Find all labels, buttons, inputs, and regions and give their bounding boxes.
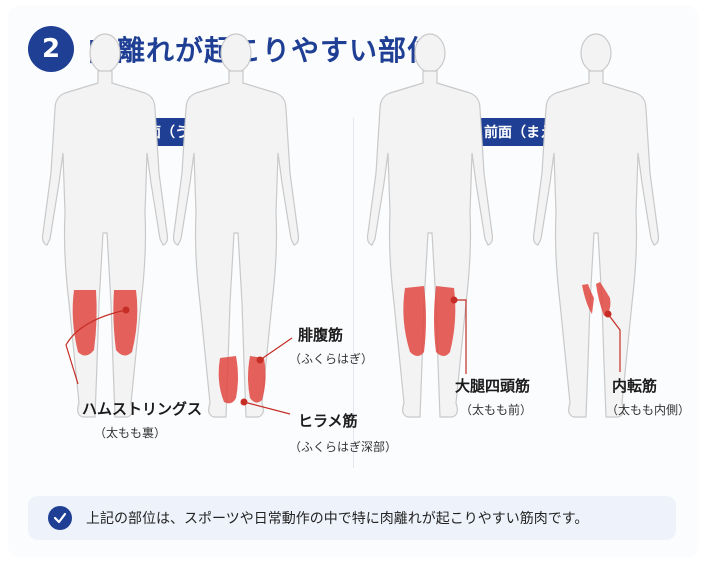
label-quadriceps-sub: （太もも前） [460, 403, 533, 417]
label-soleus-sub: （ふくらはぎ深部） [289, 440, 398, 454]
section-header: 2 肉離れが起こりやすい部位 [28, 26, 436, 72]
page-title: 肉離れが起こりやすい部位 [88, 34, 437, 67]
adductor-right [596, 282, 611, 316]
quadriceps-right [434, 286, 456, 356]
check-icon [48, 506, 72, 530]
figure-front-quadriceps [366, 33, 494, 418]
label-gastrocnemius-sub: （ふくらはぎ） [289, 352, 374, 366]
gastrocnemius-right [248, 356, 266, 403]
label-soleus: ヒラメ筋 [298, 412, 358, 430]
figure-back-hamstrings [41, 33, 169, 418]
info-note: 上記の部位は、スポーツや日常動作の中で特に肉離れが起こりやすい筋肉です。 [28, 496, 676, 540]
quadriceps-leader-line [454, 299, 467, 374]
label-adductor: 内転筋 [612, 377, 658, 395]
gastrocnemius-leader-line [259, 337, 293, 361]
hamstring-right [113, 290, 138, 356]
note-text: 上記の部位は、スポーツや日常動作の中で特に肉離れが起こりやすい筋肉です。 [86, 511, 589, 527]
adductor-leader-line [607, 313, 621, 372]
view-divider [353, 118, 354, 468]
quadriceps-left [403, 286, 426, 356]
figure-back-calves [172, 33, 300, 418]
label-gastrocnemius: 腓腹筋 [298, 326, 344, 344]
section-number-badge: 2 [28, 26, 74, 72]
soleus-leader-line [243, 401, 291, 415]
label-quadriceps: 大腿四頭筋 [455, 377, 531, 395]
adductor-left [582, 284, 594, 314]
figure-front-adductor [532, 33, 660, 418]
hamstring-leader-line [65, 309, 127, 385]
gastrocnemius-left [218, 356, 238, 404]
label-hamstrings-sub: （太もも裏） [94, 426, 167, 440]
hamstring-left [72, 290, 97, 356]
label-hamstrings: ハムストリングス [82, 400, 203, 418]
label-adductor-sub: （太もも内側） [606, 403, 691, 417]
